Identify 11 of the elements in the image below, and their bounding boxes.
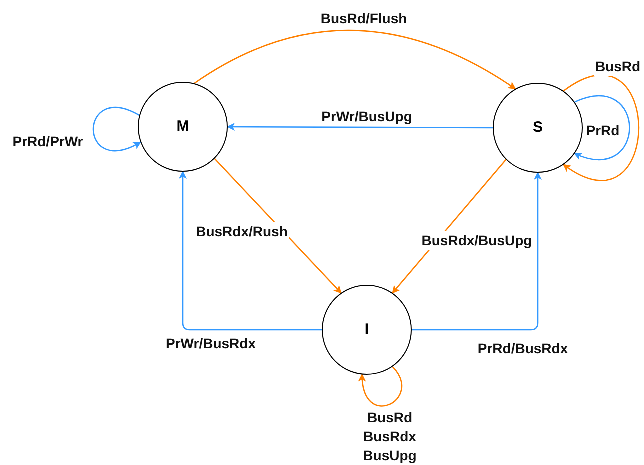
arrow [179,171,322,331]
arrow [194,30,516,90]
arrow [412,172,542,331]
arrow [562,74,640,182]
arrow [214,158,342,294]
arrow [92,107,142,152]
arrow [227,123,493,132]
arrow [574,96,630,160]
edge-label: BusRdx/BusUpg [420,232,534,250]
arrow [358,366,402,407]
edge-label: BusRdx/Rush [195,222,289,242]
